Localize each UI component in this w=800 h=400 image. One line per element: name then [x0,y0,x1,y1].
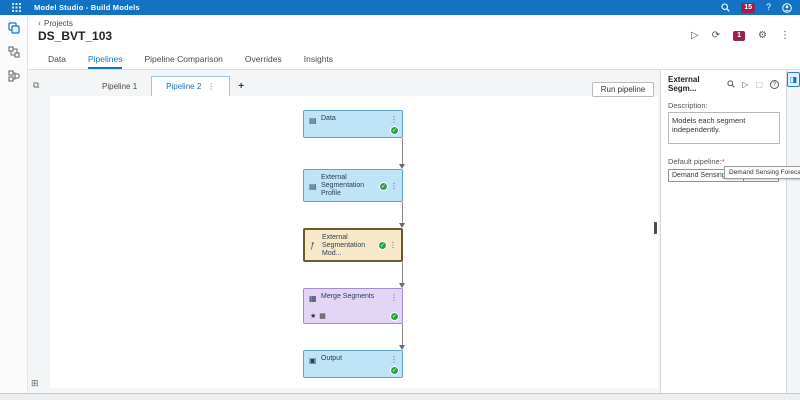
tab-insights[interactable]: Insights [303,54,334,64]
tab-pipeline-comparison[interactable]: Pipeline Comparison [144,54,223,64]
search-icon[interactable] [721,3,730,12]
connector-line [402,202,403,224]
exchange-icon[interactable] [6,45,22,59]
connector-arrow [399,164,405,169]
refresh-icon[interactable]: ⟳ [711,30,721,41]
connector-line [402,324,403,346]
project-menu-icon[interactable]: ⋮ [780,30,790,41]
run-pipeline-button[interactable]: Run pipeline [592,82,654,97]
app-title: Model Studio - Build Models [34,3,140,12]
page-title: DS_BVT_103 [38,29,113,43]
connector-arrow [399,345,405,350]
panel-header: External Segm... ▷ ▢ ? [668,75,779,93]
add-pipeline-button[interactable]: + [238,81,245,92]
panel-search-icon[interactable] [727,80,736,88]
status-check-icon: ✓ [379,182,388,191]
pipeline-tab-1[interactable]: Pipeline 1 [102,82,138,91]
bottom-panel-icon[interactable]: ⊞ [31,378,39,388]
node-flags: ★▦ [310,312,329,320]
connector-arrow [399,283,405,288]
node-menu-icon[interactable]: ⋮ [390,355,398,364]
required-marker: * [721,157,725,166]
description-textarea[interactable]: Models each segment independently. [668,112,780,144]
connector-line [402,138,403,164]
panel-help-icon[interactable]: ? [770,79,779,89]
tab-data[interactable]: Data [48,54,66,64]
panel-resize-handle[interactable] [654,222,657,234]
user-avatar[interactable] [782,2,792,13]
run-project-icon[interactable]: ▷ [691,30,699,41]
node-external-segmentation-profile[interactable]: ▤ External Segmentation Profile ✓ ⋮ [303,169,403,202]
footer-band [0,393,800,400]
status-check-icon: ✓ [390,366,399,375]
pipeline-tooltip: Demand Sensing Forecast 2.5.1 [724,166,800,179]
expand-panel-icon[interactable]: ⧉ [33,80,40,90]
tab-overrides[interactable]: Overrides [244,54,282,64]
node-menu-icon[interactable]: ⋮ [390,293,398,302]
node-menu-icon[interactable]: ⋮ [389,240,397,250]
node-properties-panel: External Segm... ▷ ▢ ? Description: Mode… [660,70,800,393]
profile-node-icon: ▤ [309,182,317,191]
main-tabs: Data Pipelines Pipeline Comparison Overr… [28,52,800,70]
connector-arrow [399,223,405,228]
node-menu-icon[interactable]: ⋮ [390,181,398,190]
left-rail [0,15,28,400]
project-actions: ▷ ⟳ 1 ⚙ ⋮ [691,31,790,41]
back-chevron-icon: ‹ [38,18,41,28]
pipeline-tab-strip: Pipeline 1 Pipeline 2 ⋮ + [88,76,252,96]
node-external-segmentation-model[interactable]: ƒ External Segmentation Mod... ✓ ⋮ [303,228,403,262]
notifications-badge[interactable]: 15 [741,2,755,13]
pipeline-workspace: ⧉ ⊞ Pipeline 1 Pipeline 2 ⋮ + Run pipeli… [28,70,800,393]
data-sources-icon[interactable] [6,69,22,83]
connector-line [402,262,403,284]
panel-snapshot-icon: ▢ [755,79,763,89]
data-node-icon: ▤ [309,116,317,125]
node-menu-icon[interactable]: ⋮ [390,115,398,124]
pipeline-tab-menu-icon[interactable]: ⋮ [207,82,216,91]
right-edge-strip [788,70,800,393]
jobs-badge[interactable]: 1 [733,31,746,41]
default-pipeline-label: Default pipeline:* [668,157,725,166]
pipeline-tab-2[interactable]: Pipeline 2 ⋮ [151,76,231,96]
panel-toggle-icon[interactable]: ◨ [787,72,800,87]
breadcrumb[interactable]: ‹Projects [38,18,73,28]
node-output[interactable]: ▣ Output ⋮ ✓ [303,350,403,378]
output-node-icon: ▣ [309,356,317,365]
merge-node-icon: ▦ [309,294,317,303]
panel-run-icon[interactable]: ▷ [742,79,749,89]
report-icon: ▦ [319,313,329,320]
help-icon[interactable]: ? [765,2,771,12]
apps-grid-icon[interactable] [8,1,24,15]
settings-gear-icon[interactable]: ⚙ [758,30,767,41]
node-merge-segments[interactable]: ▦ Merge Segments ⋮ ★▦ ✓ [303,288,403,324]
panel-title: External Segm... [668,75,700,93]
model-node-icon: ƒ [310,241,315,250]
tab-pipelines[interactable]: Pipelines [87,54,123,69]
projects-icon[interactable] [6,21,22,35]
description-label: Description: [668,101,708,110]
app-bar: Model Studio - Build Models 15 ? [0,0,800,15]
node-data[interactable]: ▤ Data ⋮ ✓ [303,110,403,138]
status-check-icon: ✓ [378,241,387,250]
status-check-icon: ✓ [390,126,399,135]
star-icon: ★ [310,313,320,320]
status-check-icon: ✓ [390,312,399,321]
